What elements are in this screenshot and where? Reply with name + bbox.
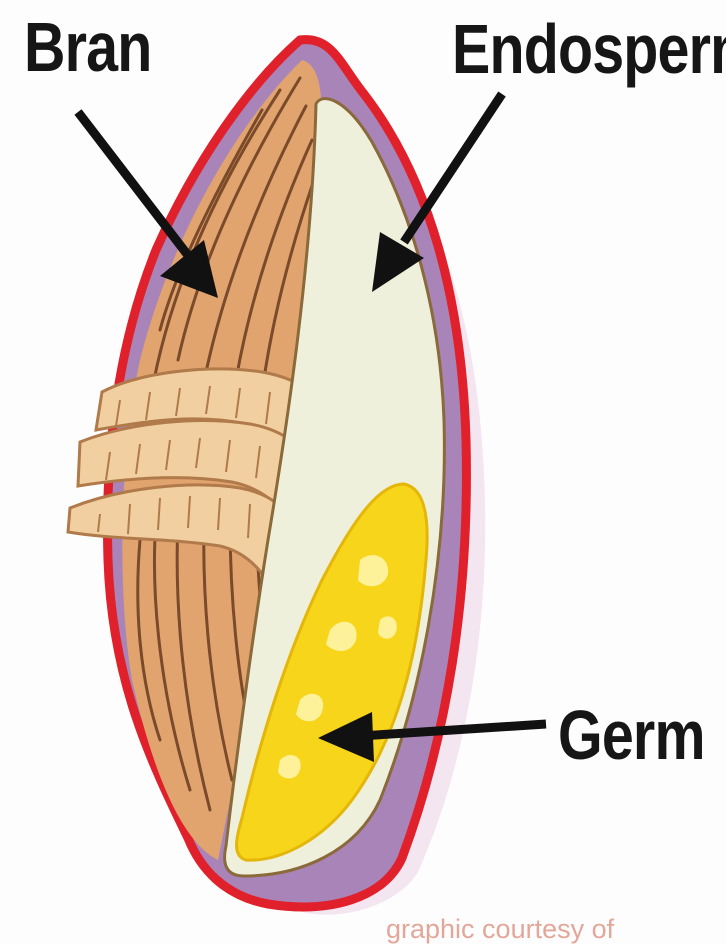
germ-label: Germ [558,700,705,770]
graphic-credit: graphic courtesy of [386,916,614,943]
endosperm-label: Endosperm [452,14,726,84]
bran-label: Bran [24,12,151,82]
